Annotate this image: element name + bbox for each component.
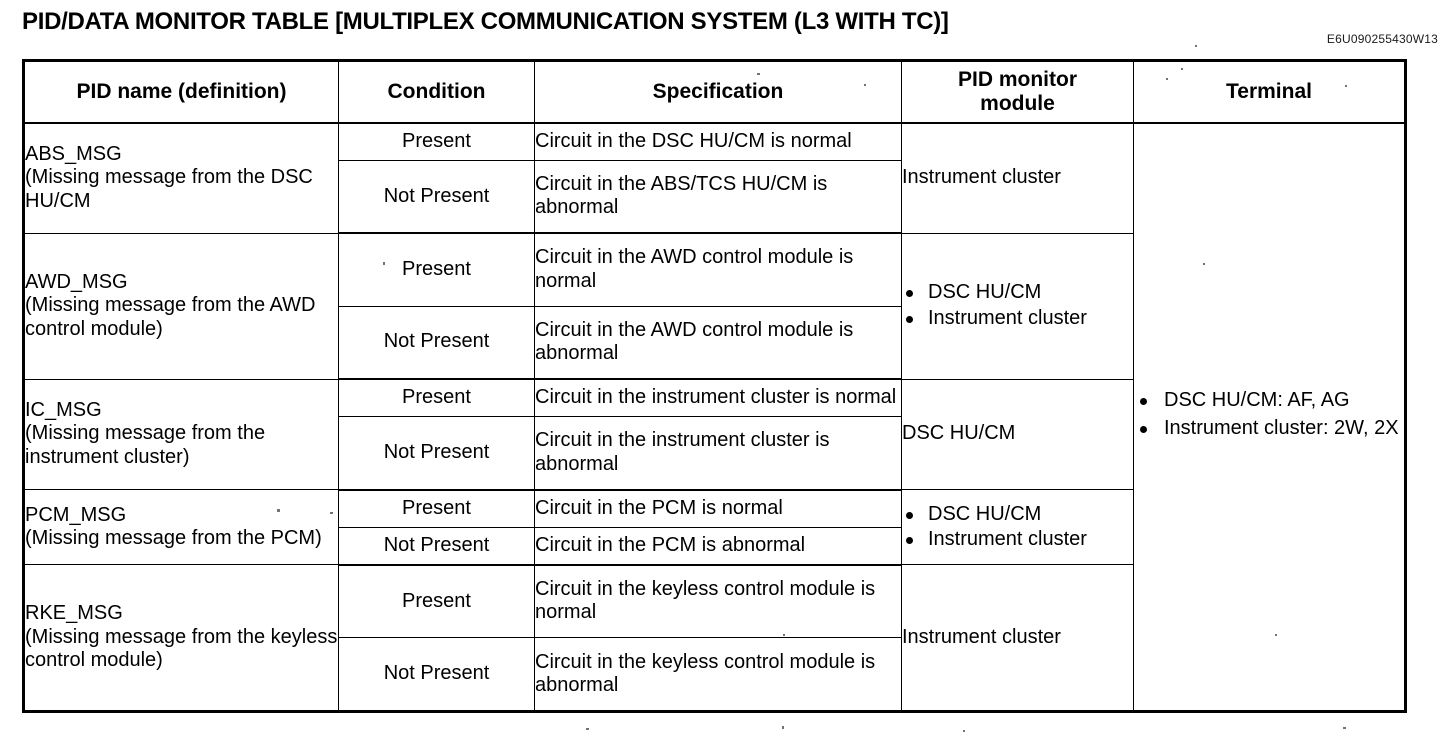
table-row: PCM_MSG (Missing message from the PCM) P…: [23, 489, 1406, 566]
column-header-terminal: Terminal: [1133, 60, 1406, 124]
list-item: DSC HU/CM: [902, 503, 1133, 527]
column-header-pid-monitor-module: PID monitor module: [901, 60, 1134, 124]
cell-specification-1-1: Circuit in the AWD control module is abn…: [534, 305, 902, 380]
table-row: ABS_MSG (Missing message from the DSC HU…: [23, 122, 1406, 712]
cell-specification-4-0: Circuit in the keyless control module is…: [534, 564, 902, 639]
cell-condition-2-0: Present: [338, 378, 535, 418]
column-header-specification: Specification: [534, 60, 902, 124]
pid-definition-text-4: (Missing message from the keyless contro…: [25, 625, 338, 672]
table-header-row: PID name (definition) Condition Specific…: [23, 60, 1406, 124]
pid-name-text-3: PCM_MSG: [25, 503, 127, 526]
document-code: E6U090255430W13: [1326, 32, 1438, 46]
list-item: DSC HU/CM: [902, 281, 1133, 305]
cell-monitor-module-0: Instrument cluster: [901, 122, 1134, 234]
page-title: PID/DATA MONITOR TABLE [MULTIPLEX COMMUN…: [22, 8, 949, 35]
cell-monitor-module-4: Instrument cluster: [901, 564, 1134, 712]
pid-definition-text-1: (Missing message from the AWD control mo…: [25, 294, 316, 340]
table-row: Not Present Circuit in the keyless contr…: [24, 637, 1406, 712]
table-row: Not Present Circuit in the AWD control m…: [24, 305, 1406, 380]
list-item: Instrument cluster: [902, 307, 1133, 331]
list-item: DSC HU/CM: AF, AG: [1134, 389, 1404, 413]
pid-name-text-0: ABS_MSG: [25, 142, 122, 165]
list-item: Instrument cluster: [902, 528, 1133, 552]
scan-speckle: [782, 726, 784, 729]
table-row: RKE_MSG (Missing message from the keyles…: [23, 564, 1406, 712]
cell-specification-3-1: Circuit in the PCM is abnormal: [534, 526, 902, 566]
table-row: IC_MSG (Missing message from the instrum…: [23, 378, 1406, 491]
cell-specification-3-0: Circuit in the PCM is normal: [534, 489, 902, 528]
monitor-module-bullet-list-3: DSC HU/CM Instrument cluster: [902, 503, 1133, 552]
cell-specification-0-0: Circuit in the DSC HU/CM is normal: [534, 122, 902, 161]
cell-condition-3-1: Not Present: [338, 526, 535, 566]
pid-name-text-1: AWD_MSG: [25, 270, 128, 293]
pid-data-monitor-table: PID name (definition) Condition Specific…: [22, 59, 1407, 713]
pid-definition-text-2: (Missing message from the instrument clu…: [25, 422, 266, 469]
cell-pid-name-0: ABS_MSG (Missing message from the DSC HU…: [23, 122, 339, 234]
cell-condition-1-0: Present: [338, 232, 535, 307]
cell-specification-1-0: Circuit in the AWD control module is nor…: [534, 232, 902, 307]
cell-specification-2-1: Circuit in the instrument cluster is abn…: [534, 416, 902, 491]
cell-pid-name-3: PCM_MSG (Missing message from the PCM): [23, 489, 339, 566]
cell-condition-3-0: Present: [338, 489, 535, 528]
cell-pid-name-1: AWD_MSG (Missing message from the AWD co…: [23, 232, 339, 380]
cell-condition-2-1: Not Present: [338, 416, 535, 491]
cell-condition-0-0: Present: [338, 122, 535, 161]
cell-monitor-module-2: DSC HU/CM: [901, 378, 1134, 491]
column-header-pid-monitor-module-line1: PID monitor: [958, 67, 1077, 91]
column-header-pid-monitor-module-line2: module: [980, 91, 1055, 115]
cell-specification-2-0: Circuit in the instrument cluster is nor…: [534, 378, 902, 418]
cell-pid-name-4: RKE_MSG (Missing message from the keyles…: [23, 564, 339, 712]
column-header-pid-name: PID name (definition): [23, 60, 339, 124]
cell-monitor-module-3: DSC HU/CM Instrument cluster: [901, 489, 1134, 566]
table-row: Not Present Circuit in the ABS/TCS HU/CM…: [24, 159, 1406, 235]
cell-condition-4-0: Present: [338, 564, 535, 639]
list-item: Instrument cluster: 2W, 2X: [1134, 417, 1404, 441]
pid-name-text-2: IC_MSG: [25, 398, 102, 421]
cell-condition-1-1: Not Present: [338, 305, 535, 380]
pid-name-text-4: RKE_MSG: [25, 602, 123, 625]
pid-definition-text-0: (Missing message from the DSC HU/CM: [25, 166, 313, 212]
scan-speckle: [963, 730, 965, 732]
scan-speckle: [586, 728, 589, 730]
cell-specification-0-1: Circuit in the ABS/TCS HU/CM is abnormal: [534, 159, 902, 235]
terminal-bullet-list: DSC HU/CM: AF, AG Instrument cluster: 2W…: [1134, 389, 1404, 440]
scan-speckle: [1195, 45, 1197, 47]
table-row: Not Present Circuit in the instrument cl…: [24, 416, 1406, 491]
cell-terminal: DSC HU/CM: AF, AG Instrument cluster: 2W…: [1133, 122, 1406, 712]
pid-definition-text-3: (Missing message from the PCM): [25, 527, 322, 550]
cell-specification-4-1: Circuit in the keyless control module is…: [534, 637, 902, 712]
cell-condition-4-1: Not Present: [338, 637, 535, 712]
table-row: AWD_MSG (Missing message from the AWD co…: [23, 232, 1406, 380]
column-header-condition: Condition: [338, 60, 535, 124]
monitor-module-bullet-list-1: DSC HU/CM Instrument cluster: [902, 281, 1133, 330]
table-row: Not Present Circuit in the PCM is abnorm…: [24, 526, 1406, 566]
cell-pid-name-2: IC_MSG (Missing message from the instrum…: [23, 378, 339, 491]
pid-data-monitor-table-container: PID name (definition) Condition Specific…: [22, 59, 1407, 713]
cell-condition-0-1: Not Present: [338, 159, 535, 235]
scan-speckle: [1343, 727, 1346, 729]
cell-monitor-module-1: DSC HU/CM Instrument cluster: [901, 232, 1134, 380]
